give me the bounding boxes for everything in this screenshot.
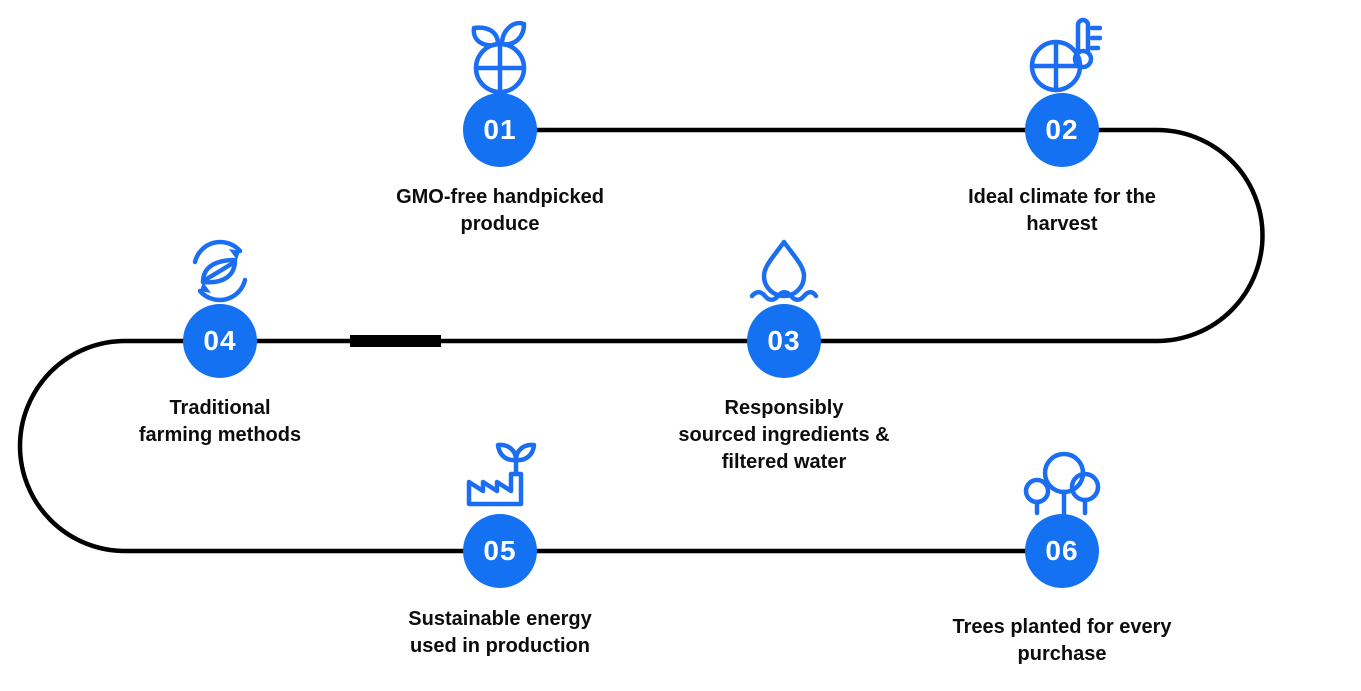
connector-path xyxy=(17,127,1265,554)
step-label-line: Traditional xyxy=(169,397,271,419)
water-drop-icon xyxy=(744,238,824,307)
step-label-6: Trees planted for every purchase xyxy=(902,614,1222,668)
step-circle-6: 06 xyxy=(1025,514,1099,588)
step-label-line: harvest xyxy=(1026,213,1098,235)
step-number: 02 xyxy=(1045,114,1079,145)
step-circle-5: 05 xyxy=(463,514,537,588)
step-circle-4: 04 xyxy=(183,304,257,378)
step-label-line: Sustainable energy xyxy=(408,608,592,630)
step-label-line: used in production xyxy=(410,635,590,657)
step-circle-1: 01 xyxy=(463,93,537,167)
step-label-line: farming methods xyxy=(138,424,302,446)
step-number: 01 xyxy=(483,114,517,145)
apple-produce-icon xyxy=(462,16,538,101)
step-label-2: Ideal climate for the harvest xyxy=(902,184,1222,238)
step-number: 04 xyxy=(203,325,237,356)
leaf-cycle-icon xyxy=(185,236,255,311)
green-factory-icon xyxy=(461,430,541,513)
step-label-5: Sustainable energy used in production xyxy=(340,606,660,660)
step-circle-2: 02 xyxy=(1025,93,1099,167)
step-number: 05 xyxy=(483,535,517,566)
step-label-line: Responsibly xyxy=(724,397,844,419)
step-label-line: sourced ingredients & xyxy=(678,424,890,446)
step-label-line: GMO-free handpicked xyxy=(396,186,604,208)
step-circle-3: 03 xyxy=(747,304,821,378)
step-label-line: filtered water xyxy=(721,451,847,473)
step-label-line: purchase xyxy=(1017,643,1107,665)
step-label-line: Ideal climate for the xyxy=(968,186,1156,208)
trees-icon xyxy=(1022,447,1102,524)
step-number: 03 xyxy=(767,325,801,356)
fruit-thermometer-icon xyxy=(1022,14,1103,99)
step-label-line: produce xyxy=(460,213,540,235)
step-number: 06 xyxy=(1045,535,1079,566)
step-label-4: Traditional farming methods xyxy=(60,395,380,449)
step-label-1: GMO-free handpicked produce xyxy=(340,184,660,238)
step-label-3: Responsibly sourced ingredients & filter… xyxy=(624,395,944,476)
step-label-line: Trees planted for every xyxy=(952,616,1172,638)
